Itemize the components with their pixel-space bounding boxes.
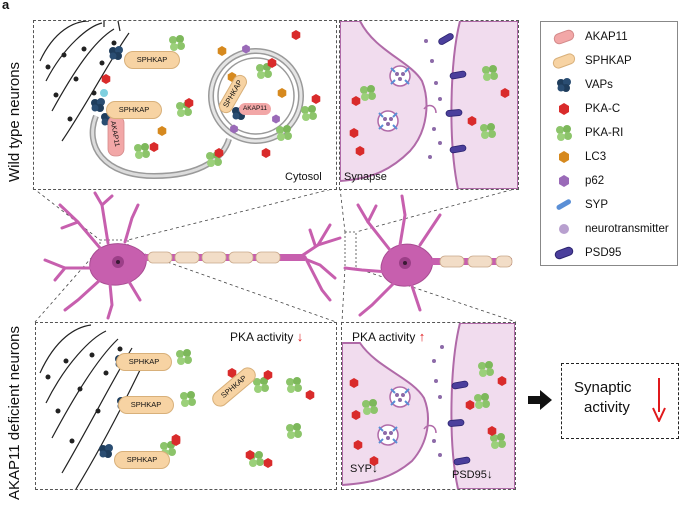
sphkap-protein: SPHKAP <box>124 51 180 69</box>
pka-activity-text: PKA activity <box>352 330 416 344</box>
legend-label: AKAP11 <box>585 31 628 43</box>
synaptic-activity-text: Synaptic activity <box>574 378 632 418</box>
outcome-line-2: activity <box>584 399 630 416</box>
legend-label: p62 <box>585 175 605 187</box>
wild-type-synapse-panel: Synapse <box>339 20 519 190</box>
akap11-icon <box>551 28 577 46</box>
synapse-label: Synapse <box>344 171 387 183</box>
cytosol-label: Cytosol <box>285 171 322 183</box>
syp-icon <box>551 196 577 214</box>
sphkap-protein: SPHKAP <box>118 396 174 414</box>
legend-label: neurotransmitter <box>585 223 669 235</box>
legend-item: SYP <box>551 196 608 214</box>
vaps-icon <box>551 76 577 94</box>
lc3-icon <box>551 148 577 166</box>
legend: AKAP11 SPHKAP VAPs PKA-C PKA-RI LC3 p62 … <box>540 21 678 266</box>
psd95-text: PSD95 <box>452 469 487 481</box>
legend-item: AKAP11 <box>551 28 628 46</box>
pka-c-icon <box>551 100 577 118</box>
syp-label: SYP↓ <box>350 461 378 475</box>
legend-label: LC3 <box>585 151 607 163</box>
legend-label: VAPs <box>585 79 613 91</box>
legend-item: SPHKAP <box>551 52 632 70</box>
panel-letter: a <box>2 0 10 12</box>
wild-type-cytosol-drawing <box>39 21 321 180</box>
legend-label: PSD95 <box>585 247 622 259</box>
legend-item: neurotransmitter <box>551 220 669 238</box>
down-arrow-icon: ↓ <box>486 467 493 481</box>
up-arrow-icon: ↑ <box>418 329 426 344</box>
legend-item: p62 <box>551 172 604 190</box>
akap11-deficient-synapse-drawing <box>342 323 515 489</box>
akap11-deficient-cytosol-panel: SPHKAP SPHKAP SPHKAP SPHKAP PKA activity… <box>35 322 337 490</box>
neurotransmitter-icon <box>551 220 577 238</box>
legend-item: VAPs <box>551 76 613 94</box>
pka-activity-text: PKA activity <box>230 330 294 344</box>
pka-ri-icon <box>551 124 577 142</box>
outcome-line-1: Synaptic <box>574 379 632 396</box>
sphkap-icon <box>551 52 577 70</box>
akap11-deficient-synapse-panel: PKA activity ↑ SYP↓ PSD95↓ <box>341 322 516 490</box>
syp-text: SYP <box>350 463 373 475</box>
sphkap-protein: SPHKAP <box>114 451 170 469</box>
legend-label: PKA-C <box>585 103 621 115</box>
legend-label: SPHKAP <box>585 55 632 67</box>
down-arrow-icon: ↓ <box>372 461 379 475</box>
pka-activity-label: PKA activity ↓ <box>230 329 303 344</box>
legend-item: PKA-RI <box>551 124 623 142</box>
down-arrow-icon <box>652 378 666 422</box>
psd95-icon <box>551 244 577 262</box>
sphkap-protein: SPHKAP <box>116 353 172 371</box>
wild-type-synapse-drawing <box>340 21 518 189</box>
akap11-protein-small: AKAP11 <box>239 103 271 115</box>
legend-label: PKA-RI <box>585 127 624 139</box>
wild-type-cytosol-panel: SPHKAP SPHKAP SPHKAP AKAP11 AKAP11 Cytos… <box>33 20 337 190</box>
psd95-label: PSD95↓ <box>452 467 493 481</box>
p62-icon <box>551 172 577 190</box>
sphkap-protein: SPHKAP <box>106 101 162 119</box>
legend-item: PSD95 <box>551 244 621 262</box>
synaptic-activity-box: Synaptic activity <box>561 363 679 439</box>
down-arrow-icon: ↓ <box>296 329 304 344</box>
legend-item: PKA-C <box>551 100 620 118</box>
akap11-deficient-cytosol-drawing <box>39 324 315 489</box>
legend-item: LC3 <box>551 148 606 166</box>
legend-label: SYP <box>585 199 609 211</box>
pka-activity-label: PKA activity ↑ <box>352 329 425 344</box>
result-arrow-icon <box>528 390 552 410</box>
